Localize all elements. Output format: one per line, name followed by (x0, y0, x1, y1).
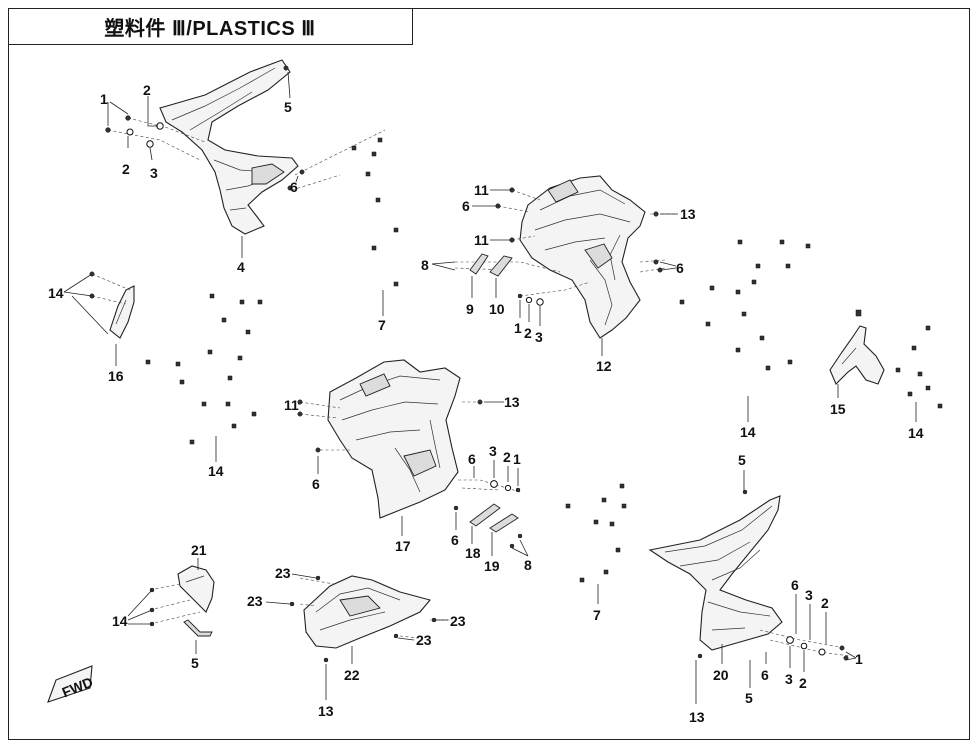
part-4-front-cover (159, 59, 299, 235)
callout-9: 9 (466, 301, 474, 317)
callout-22: 22 (344, 667, 360, 683)
part-22-under-tray (303, 575, 431, 649)
callout-3: 3 (535, 329, 543, 345)
callout-2: 2 (122, 161, 130, 177)
callout-2: 2 (524, 325, 532, 341)
callout-2: 2 (799, 675, 807, 691)
callout-15: 15 (830, 401, 846, 417)
callout-10: 10 (489, 301, 505, 317)
callout-23: 23 (450, 613, 466, 629)
callout-14: 14 (48, 285, 64, 301)
clip-cluster-top (351, 137, 399, 287)
callout-6: 6 (290, 179, 298, 195)
callout-12: 12 (596, 358, 612, 374)
diagram-frame (8, 8, 970, 740)
callout-5: 5 (191, 655, 199, 671)
callout-1: 1 (855, 651, 863, 667)
callout-3: 3 (785, 671, 793, 687)
part-21-small-piece (177, 565, 215, 613)
callout-14: 14 (112, 613, 128, 629)
clip-cluster-center (565, 483, 627, 583)
callout-6: 6 (468, 451, 476, 467)
callout-5: 5 (284, 99, 292, 115)
callout-4: 4 (237, 259, 245, 275)
callout-1: 1 (513, 451, 521, 467)
callout-13: 13 (318, 703, 334, 719)
callout-7: 7 (593, 607, 601, 623)
callout-17: 17 (395, 538, 411, 554)
callout-labels: 1 2 2 3 5 6 4 7 14 16 14 11 6 11 13 8 9 … (48, 71, 924, 725)
callout-6: 6 (676, 260, 684, 276)
callout-6: 6 (462, 198, 470, 214)
callout-2: 2 (821, 595, 829, 611)
callout-3: 3 (150, 165, 158, 181)
callout-8: 8 (524, 557, 532, 573)
callout-23: 23 (247, 593, 263, 609)
callout-11: 11 (284, 397, 299, 413)
callout-11: 11 (474, 182, 489, 198)
callout-23: 23 (416, 632, 432, 648)
part-15-bracket (829, 325, 885, 385)
callout-13: 13 (680, 206, 696, 222)
callout-8: 8 (421, 257, 429, 273)
callout-1: 1 (100, 91, 108, 107)
callout-2: 2 (143, 82, 151, 98)
callout-3: 3 (489, 443, 497, 459)
callout-14: 14 (908, 425, 924, 441)
part-17-inner-panel-left (327, 359, 461, 519)
title-box: 塑料件 Ⅲ/PLASTICS Ⅲ (8, 8, 413, 45)
callout-3: 3 (805, 587, 813, 603)
callout-2: 2 (503, 449, 511, 465)
part-16-small-panel (109, 285, 135, 339)
part-18-19-seals (469, 503, 519, 533)
callout-16: 16 (108, 368, 124, 384)
callout-11: 11 (474, 232, 489, 248)
callout-6: 6 (761, 667, 769, 683)
part-12-inner-panel-right (519, 175, 646, 339)
callout-5: 5 (738, 452, 746, 468)
callout-19: 19 (484, 558, 500, 574)
callout-13: 13 (504, 394, 520, 410)
fwd-arrow-icon: FWD (47, 665, 95, 703)
clip-cluster-left (145, 293, 263, 445)
callout-5: 5 (745, 690, 753, 706)
callout-6: 6 (451, 532, 459, 548)
callout-21: 21 (191, 542, 207, 558)
callout-6: 6 (791, 577, 799, 593)
callout-7: 7 (378, 317, 386, 333)
callout-23: 23 (275, 565, 291, 581)
callout-6: 6 (312, 476, 320, 492)
clip-cluster-right (679, 239, 943, 409)
callout-20: 20 (713, 667, 729, 683)
callout-14: 14 (208, 463, 224, 479)
callout-14: 14 (740, 424, 756, 440)
page-title: 塑料件 Ⅲ/PLASTICS Ⅲ (104, 17, 316, 40)
callout-13: 13 (689, 709, 705, 725)
part-9-10-seals (469, 253, 513, 277)
part-20-side-cover (648, 495, 783, 651)
callout-18: 18 (465, 545, 481, 561)
callout-1: 1 (514, 320, 522, 336)
